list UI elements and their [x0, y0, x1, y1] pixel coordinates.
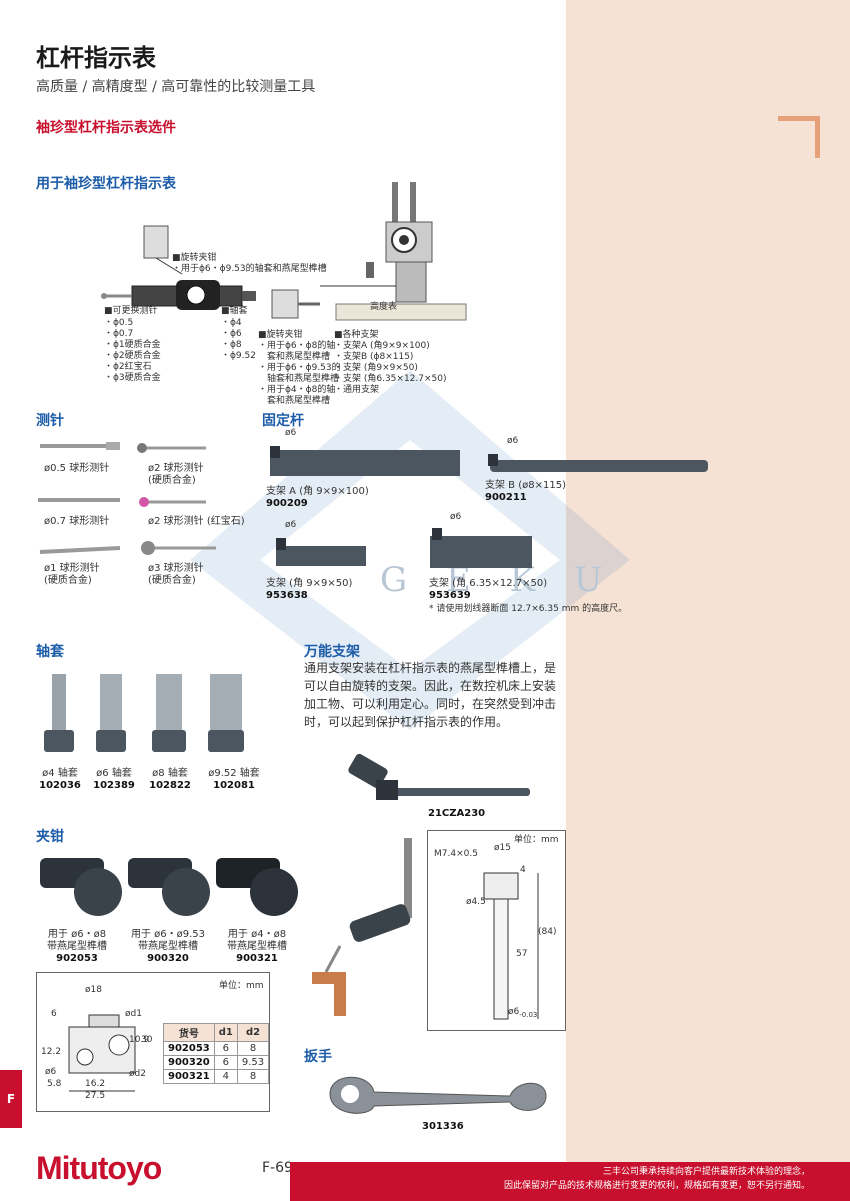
holder-dim-7: ø6-0.03 — [508, 1007, 538, 1019]
page-title: 杠杆指示表 — [36, 44, 156, 72]
height-gauge-label: 高度表 — [370, 302, 398, 312]
stylus-item-3: ø0.7 球形测针 — [44, 516, 110, 527]
overview-sleeve-list: ・ϕ4・ϕ6・ϕ8・ϕ9.52 — [221, 318, 256, 361]
page-number: F-69 — [262, 1160, 293, 1176]
clamp-dim-7: ø6 — [45, 1067, 57, 1077]
clamps-images — [40, 858, 298, 916]
mitutoyo-logo: Mitutoyo — [36, 1150, 162, 1186]
holder-technical-drawing — [483, 872, 539, 1020]
wrench-image — [329, 1076, 547, 1114]
clamp-dim-5: 30 — [141, 1035, 153, 1045]
rod-dim-2: ø6 — [507, 436, 519, 446]
overview-clamp2-list: ・用于ϕ6・ϕ8的轴 套和燕尾型榫槽・用于ϕ6・ϕ9.53的 轴套和燕尾型榫槽・… — [258, 341, 341, 406]
stylus-item-5: ø1 球形测针(硬质合金) — [44, 563, 100, 586]
rods-note: * 请使用划线器断面 12.7×6.35 mm 的高度尺。 — [429, 604, 628, 614]
clamp-dim-6: 12.2 — [41, 1047, 62, 1057]
corner-bracket-decoration — [778, 116, 820, 158]
universal-heading: 万能支架 — [304, 644, 360, 660]
clamp-dim-8: ød2 — [129, 1069, 146, 1079]
rod-item-2: 支架 B (ø8×115)900211 — [485, 480, 566, 503]
rod-dim-3: ø6 — [285, 520, 297, 530]
overview-stylus-list: ・ϕ0.5・ϕ0.7・ϕ1硬质合金 ・ϕ2硬质合金・ϕ2红宝石・ϕ3硬质合金 — [104, 318, 161, 383]
overview-clamp2-label: ■旋转夹钳 — [258, 330, 303, 340]
footer-disclaimer: 三丰公司秉承持续向客户提供最新技术体验的理念，因此保留对产品的技术规格进行变更的… — [503, 1167, 810, 1191]
page-subtitle: 高质量 / 高精度型 / 高可靠性的比较测量工具 — [36, 79, 316, 95]
clamp-dim-1: ø18 — [85, 985, 102, 995]
section-heading: 袖珍型杠杆指示表选件 — [36, 120, 176, 136]
overview-holder-label: ■各种支架 — [334, 330, 379, 340]
overview-clamp-desc: ・用于ϕ6・ϕ9.53的轴套和燕尾型榫槽 — [172, 264, 327, 274]
clamp-dim-10: 16.2 — [85, 1079, 106, 1089]
clamp-drawing-box: 单位：mm ø18 ød1 6 10.9 30 12.2 ø6 ød2 5.8 … — [36, 972, 270, 1112]
right-background-panel — [566, 0, 850, 1201]
holder-dim-1: M7.4×0.5 — [434, 849, 478, 859]
stylus-images — [38, 442, 216, 555]
holder-dim-3: 4 — [520, 865, 526, 875]
footer-bar — [290, 1162, 850, 1201]
universal-description: 通用支架安装在杠杆指示表的燕尾型榫槽上，是可以自由旋转的支架。因此，在数控机床上… — [304, 661, 557, 729]
clamp-dim-9: 5.8 — [47, 1079, 62, 1089]
section-tab-f[interactable]: F — [0, 1070, 22, 1128]
assembly-diagram — [101, 182, 467, 321]
rod-item-3: 支架 (角 9×9×50)953638 — [266, 578, 353, 601]
rod-item-1: 支架 A (角 9×9×100)900209 — [266, 486, 369, 509]
clamp-dim-2: ød1 — [125, 1009, 142, 1019]
stylus-heading: 测针 — [36, 413, 64, 429]
holder-dim-4: ø4.5 — [466, 897, 486, 907]
universal-holder-image — [348, 753, 530, 800]
rod-dim-1: ø6 — [285, 428, 297, 438]
universal-code: 21CZA230 — [428, 808, 486, 819]
stylus-item-4: ø2 球形测针 (红宝石) — [148, 516, 245, 527]
clamp-dim-4: 10.9 — [129, 1035, 150, 1045]
rods-heading: 固定杆 — [262, 413, 304, 429]
overview-holder-list: ・支架A (角9×9×100)・支架B (ϕ8×115)・支架 (角9×9×50… — [334, 341, 447, 395]
holder-drawing-unit: 单位：mm — [514, 835, 559, 845]
overview-heading: 用于袖珍型杠杆指示表 — [36, 176, 176, 192]
watermark-logo — [190, 370, 630, 730]
stylus-item-6: ø3 球形测针(硬质合金) — [148, 563, 204, 586]
wrench-heading: 扳手 — [304, 1049, 332, 1065]
clamp-technical-drawing — [68, 1014, 136, 1092]
holder-dim-2: ø15 — [494, 843, 511, 853]
stylus-item-1: ø0.5 球形测针 — [44, 463, 110, 474]
sleeves-heading: 轴套 — [36, 644, 64, 660]
clamp-dim-11: 27.5 — [85, 1091, 106, 1101]
overview-clamp-label: ■旋转夹钳 — [172, 253, 217, 263]
holder-drawing-box: 单位：mm M7.4×0.5 ø15 4 ø4.5 57 (84) ø6-0.0… — [427, 830, 566, 1031]
stylus-item-2: ø2 球形测针(硬质合金) — [148, 463, 204, 486]
rod-item-4: 支架 (角 6.35×12.7×50)953639 — [429, 578, 548, 601]
holder-dim-6: (84) — [538, 927, 557, 937]
clamp-dim-3: 6 — [51, 1009, 57, 1019]
rod-dim-4: ø6 — [450, 512, 462, 522]
holder-dim-5: 57 — [516, 949, 528, 959]
holder-usage-illustration — [312, 838, 412, 1016]
clamps-heading: 夹钳 — [36, 829, 64, 845]
wrench-code: 301336 — [422, 1121, 464, 1132]
overview-stylus-label: ■可更换测针 — [104, 306, 158, 316]
rods-images — [270, 446, 708, 568]
overview-sleeve-label: ■轴套 — [221, 306, 248, 316]
clamp-drawing-unit: 单位：mm — [219, 981, 264, 991]
sleeves-images — [44, 674, 244, 752]
